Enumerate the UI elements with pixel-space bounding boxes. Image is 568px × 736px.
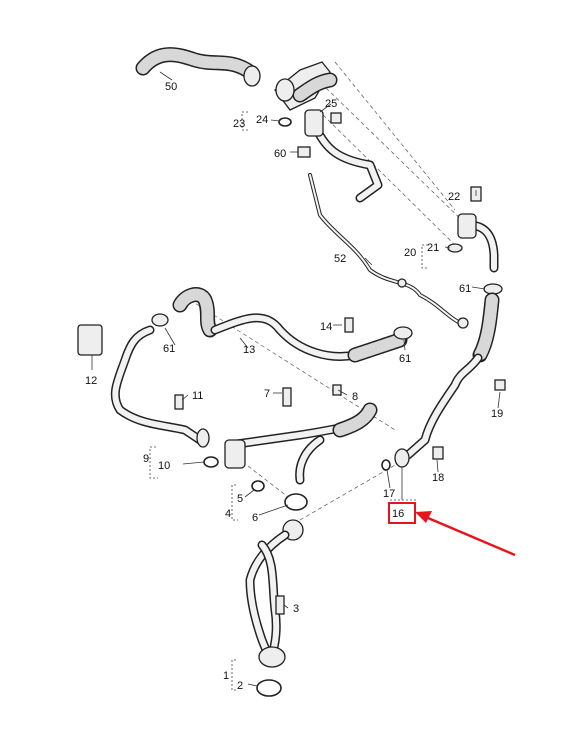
label-18: 18 bbox=[432, 472, 444, 484]
label-25: 25 bbox=[325, 98, 337, 110]
coolant-pipe-upper bbox=[274, 61, 383, 203]
label-1: 1 bbox=[223, 670, 229, 682]
label-10: 10 bbox=[158, 460, 170, 472]
label-20: 20 bbox=[404, 247, 416, 259]
label-11: 11 bbox=[192, 390, 203, 402]
hose-20 bbox=[447, 186, 503, 295]
label-4: 4 bbox=[225, 508, 231, 520]
label-24: 24 bbox=[256, 114, 268, 126]
reference-lines bbox=[189, 61, 471, 521]
label-19: 19 bbox=[491, 408, 503, 420]
label-2: 2 bbox=[237, 680, 243, 692]
label-3: 3 bbox=[293, 603, 299, 615]
label-52: 52 bbox=[334, 253, 346, 265]
label-60: 60 bbox=[274, 148, 286, 160]
label-12: 12 bbox=[85, 375, 97, 387]
label-7: 7 bbox=[264, 388, 270, 400]
label-9: 9 bbox=[143, 453, 149, 465]
label-6: 6 bbox=[252, 512, 258, 524]
bolts bbox=[278, 112, 342, 158]
label-50: 50 bbox=[165, 81, 177, 93]
pipe-9 bbox=[77, 324, 219, 468]
pointer-arrow bbox=[415, 511, 516, 557]
highlight-box-16 bbox=[388, 502, 416, 524]
label-8: 8 bbox=[352, 391, 358, 403]
line-52 bbox=[308, 173, 469, 329]
label-21: 21 bbox=[427, 242, 439, 254]
hose-50 bbox=[135, 47, 261, 87]
pipe-4 bbox=[224, 384, 378, 511]
pipe-13 bbox=[151, 287, 413, 363]
label-61-right: 61 bbox=[459, 283, 471, 295]
label-14: 14 bbox=[320, 321, 332, 333]
part-labels: 50 25 23 24 60 22 21 20 52 61 14 12 61 1… bbox=[85, 81, 503, 692]
label-61-middle: 61 bbox=[399, 353, 411, 365]
label-22: 22 bbox=[448, 191, 460, 203]
pipe-1 bbox=[245, 519, 304, 697]
pipe-16 bbox=[381, 292, 506, 471]
label-16: 16 bbox=[392, 508, 404, 520]
label-5: 5 bbox=[237, 493, 243, 505]
label-13: 13 bbox=[243, 344, 255, 356]
label-61-left: 61 bbox=[163, 343, 175, 355]
label-17: 17 bbox=[383, 488, 395, 500]
label-23: 23 bbox=[233, 118, 245, 130]
leader-lines bbox=[91, 71, 501, 691]
